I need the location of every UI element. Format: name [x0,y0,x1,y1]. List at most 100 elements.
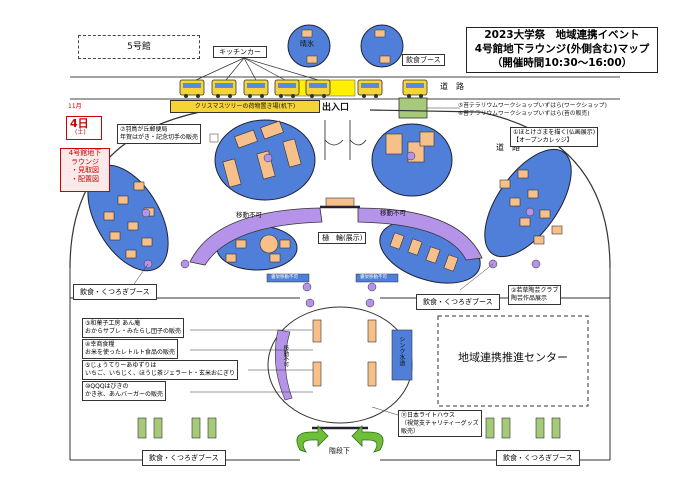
lighthouse-note-2: （視覚支チャリティーグッズ [401,419,479,427]
table [312,361,322,387]
immovable-inner-label: 移動不可 [282,345,289,367]
bottom-tables [137,417,561,439]
hall-oval [267,306,413,424]
vendor-note-4: ⑩QQQはびきの かき氷、あんバーガーの販売 [82,381,167,401]
lighthouse-note-3: 販売） [401,427,420,435]
buddha-note-1: ①ほとけさまを描く(仏画展示) [513,129,596,136]
kitchen-car-pointers [195,57,319,81]
table [141,237,153,247]
immovable-right-label: 移動不可 [380,209,406,217]
table [425,246,441,264]
table [533,235,545,245]
christmas-tree-label: クリスマスツリーの荷物置き場(机下) [194,103,296,110]
table [367,319,377,343]
title-line1: 2023大学祭 地域連携イベント [484,29,640,41]
title-box: 2023大学祭 地域連携イベント 4号館地下ラウンジ(外側含む)マップ （開催時… [466,27,658,73]
table [260,120,284,140]
date-box: 4日 (土) [66,116,102,140]
kitchen-car-bus [274,79,300,98]
eat-rest-booth-left: 飲食・くつろぎブース [73,284,157,300]
lighthouse-note: ⑪日本ライトハウス （視覚支チャリティーグッズ 販売） [398,410,482,438]
pottery-note-1: ②若草陶芸クラブ [511,287,559,294]
kitchen-car-bus [211,79,237,98]
pottery-note-2: 陶芸作品展示 [511,294,548,302]
ice-label: 晴氷 [300,40,314,48]
table [385,133,403,155]
kitchen-car-bus [402,79,428,98]
vendor-note-2a: ④幸商食糧 [85,341,115,348]
table [519,217,531,227]
table [551,225,563,235]
kitchen-car-bus [305,79,331,98]
table [379,55,391,64]
immovable-arc-right [357,207,483,261]
entrance-door [324,120,367,160]
table [517,169,529,179]
table [269,253,281,263]
area-line3: ・見取図 [71,166,99,174]
eat-rest-booth-mid: 飲食・くつろぎブース [416,294,500,310]
vendor-note-1a: ③和菓子工房 あん庵 [85,320,141,327]
lounge-area-right [484,148,572,258]
table [225,253,237,263]
area-box: 4号館地下 ラウンジ ・見取図 ・配置図 [60,148,110,192]
checkbox [209,133,219,143]
vendor-note-2: ④幸商食糧 お米を使ったレトルト食品の販売 [82,339,179,359]
sink [391,329,413,381]
table [103,211,115,221]
table [367,361,377,387]
workshop-note-2: ⑥苔テラリウムワークショップいずはら(苔の販売) [458,110,590,117]
buddha-note-2: 【オープンカレッジ】 [513,136,573,144]
immovable-left-label: 移動不可 [236,211,262,219]
table [127,221,139,231]
workshop-note: ⑤苔テラリウムワークショップいずはら(ワークショップ) ⑥苔テラリウムワークショ… [458,103,607,118]
table [499,179,511,189]
stairs-label: 階段下 [329,447,350,455]
food-booth-circle [360,24,404,68]
building5-label: 5号館 [127,42,151,52]
vendor-note-3: ⑤じょうてりーあゆずりは いちご、いちじく、ほうじ茶ジェラート・玄米おにぎり [82,360,239,380]
vendor-note-1: ③和菓子工房 あん庵 おからサブレ・みたらし団子の販売 [82,318,185,338]
lighthouse-note-1: ⑪日本ライトハウス [401,412,456,419]
table [133,181,145,191]
pottery-note: ②若草陶芸クラブ 陶芸作品展示 [508,285,562,305]
weekday-label: (土) [75,129,86,136]
post-note-2: 年賀はがき・記念切手の販売 [120,133,199,141]
arrow-right [351,425,384,453]
post-office-note: ⑦羽鳥が丘郵便局 年賀はがき・記念切手の販売 [117,124,202,144]
table [279,239,291,249]
area-line1: 4号館地下 [68,149,102,157]
eat-rest-booth-bottom-right: 飲食・くつろぎブース [496,450,580,466]
title-line3: （開催時間10:30～16:00） [491,57,633,69]
table [539,209,551,219]
table [256,150,276,180]
table [312,319,322,343]
eat-rest-booth-bottom-left: 飲食・くつろぎブース [142,450,226,466]
entrance-label: 出入口 [322,103,350,113]
month-label: 11月 [68,103,82,110]
round-table [259,234,279,254]
table [306,55,318,64]
workshop-area [398,97,428,119]
drum-label: 樋 輪(展示) [318,232,367,245]
table [109,231,121,241]
drum-exhibit [325,197,355,208]
shelf-left [266,273,310,283]
table [374,29,386,38]
table [301,29,313,38]
table [222,158,242,188]
buddha-note: ①ほとけさまを描く(仏画展示) 【オープンカレッジ】 [510,127,599,147]
arrow-left [296,425,329,453]
table [419,131,435,147]
shelf-left-label: 書架移動不可 [271,275,298,280]
kitchen-car-bus [357,79,383,98]
kitchen-car-label-box: キッチンカー [213,46,267,59]
table [235,239,247,249]
road-label-2: 道 路 [496,143,520,152]
note-pointers [129,263,494,416]
table [509,197,521,207]
food-booth-top-label: 飲食ブース [402,54,445,67]
vendor-note-3b: いちご、いちじく、ほうじ茶ジェラート・玄米おにぎり [85,369,236,377]
shelf-right-label: 書架移動不可 [360,275,387,280]
